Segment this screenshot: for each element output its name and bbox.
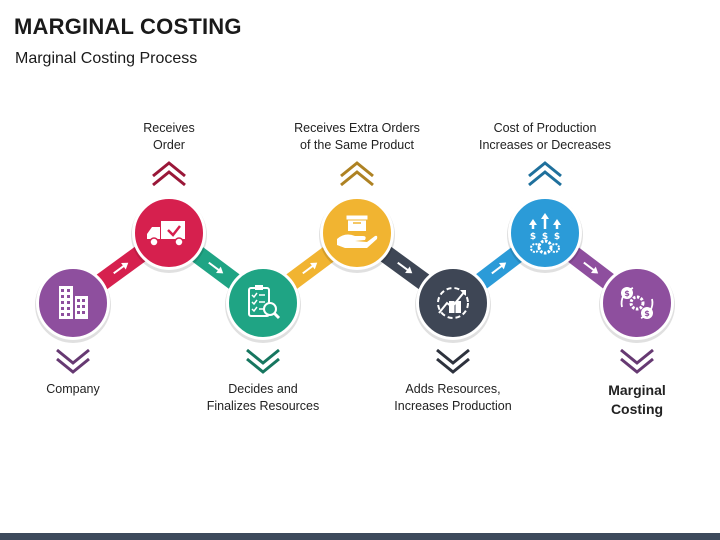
svg-text:$: $ [542,232,548,242]
step-label-7: Marginal Costing [608,382,666,417]
step-node-6: $ $ $ [507,196,583,273]
step-node-1 [35,266,111,343]
checklist-search-icon [248,285,281,320]
box-in-hand-icon [337,214,378,248]
chevron-icon-2 [152,161,186,187]
connector-arrow-icon [491,262,507,275]
step-node-5 [415,266,491,343]
chevron-icon-1 [56,348,90,374]
step-label-3: Decides and Finalizes Resources [206,382,320,413]
connector-arrow-icon [302,262,318,275]
delivery-truck-icon [147,221,185,247]
cost-arrows-gear-icon: $ $ $ [529,213,561,255]
step-label-1: Company [46,382,100,396]
step-label-6: Cost of Production Increases or Decrease… [478,121,611,152]
step-node-7: $$ [599,266,675,343]
footer-bar [0,533,720,540]
cost-cycle-icon: $$ [620,287,654,319]
nodes-layer: $$$$$ [35,196,675,343]
chevron-icon-7 [620,348,654,374]
step-label-2: Receives Order [143,121,195,152]
svg-text:$: $ [554,232,560,242]
page-title: MARGINAL COSTING [14,14,242,39]
chevron-icon-3 [246,348,280,374]
page-subtitle: Marginal Costing Process [15,50,198,67]
production-growth-icon [437,287,469,319]
svg-text:$: $ [624,289,630,298]
chevrons-layer [56,161,654,374]
step-node-2 [131,196,207,273]
connector-arrow-icon [208,261,224,274]
buildings-icon [59,286,88,319]
connector-arrow-icon [583,261,599,274]
chevron-icon-5 [436,348,470,374]
connector-arrow-icon [397,261,413,274]
step-node-3 [225,266,301,343]
step-label-5: Adds Resources, Increases Production [394,382,512,413]
step-node-4 [319,196,395,273]
step-label-4: Receives Extra Orders of the Same Produc… [294,121,420,152]
chevron-icon-4 [340,161,374,187]
svg-text:$: $ [644,309,650,318]
connector-arrow-icon [113,262,129,275]
svg-text:$: $ [530,232,536,242]
chevron-icon-6 [528,161,562,187]
